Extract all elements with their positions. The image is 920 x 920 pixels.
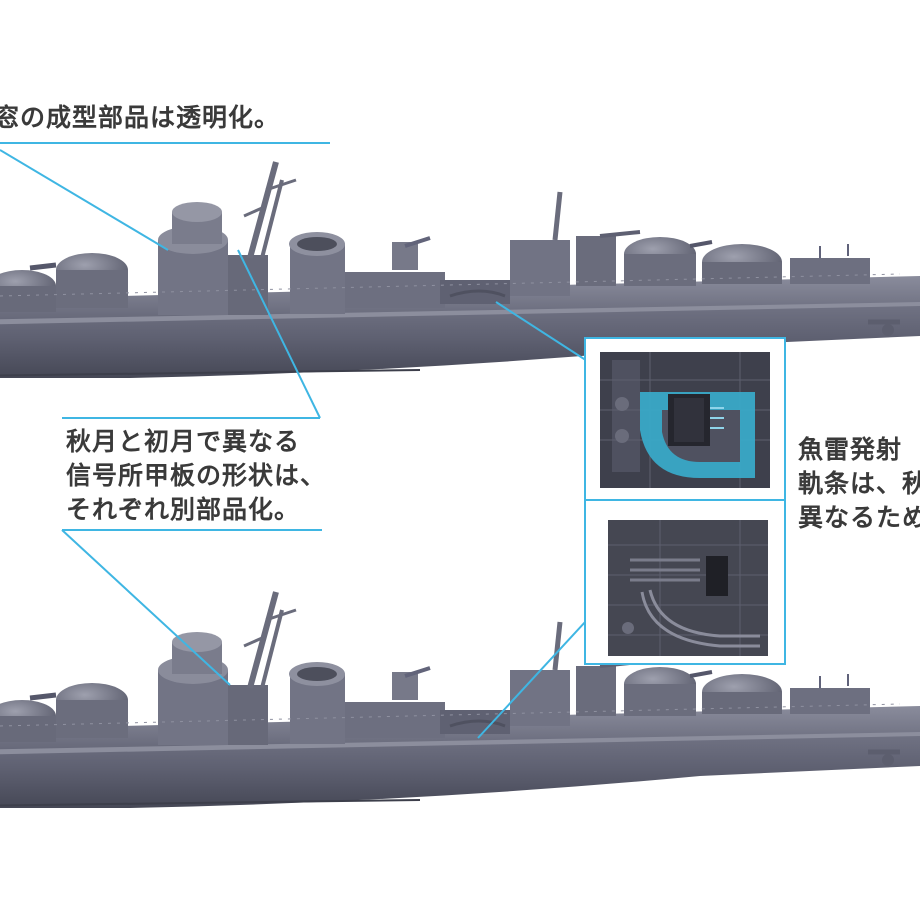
caption-signal-deck-parts: 秋月と初月で異なる 信号所甲板の形状は、 それぞれ別部品化。 xyxy=(66,427,327,524)
caption-torpedo-rails: 魚雷発射 軌条は、秋 異なるため xyxy=(798,435,920,532)
leader-lines xyxy=(0,142,599,739)
detail-image-upper xyxy=(600,352,770,488)
caption-transparent-windows: 窓の成型部品は透明化。 xyxy=(0,103,281,132)
detail-image-lower xyxy=(608,520,768,656)
